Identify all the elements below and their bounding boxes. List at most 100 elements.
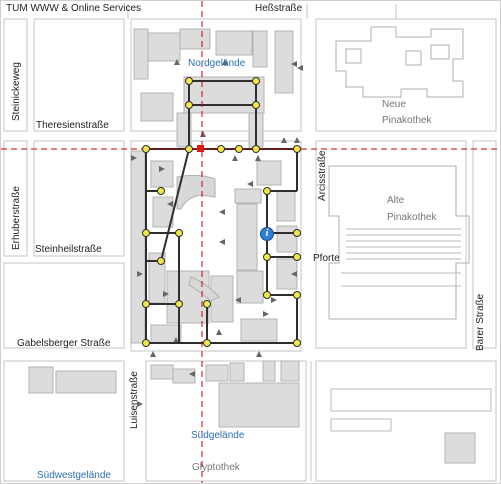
area-label-suedwestgelaende[interactable]: Südwestgelände: [37, 470, 111, 481]
building: [215, 30, 253, 56]
entrance-marker: [294, 137, 300, 143]
path-node: [293, 253, 301, 261]
street-label-hess: Heßstraße: [255, 3, 303, 14]
entrance-marker: [219, 239, 225, 245]
entrance-marker: [167, 201, 173, 207]
buildings: [28, 28, 476, 464]
area-label-suedgelaende[interactable]: Südgelände: [191, 430, 245, 441]
path-node: [175, 300, 183, 308]
path-node: [142, 339, 150, 347]
entrance-marker: [297, 65, 303, 71]
building: [28, 366, 54, 394]
building: [280, 360, 300, 382]
block: [315, 140, 467, 349]
building: [150, 364, 174, 380]
area-label-nordgelaende[interactable]: Nordgelände: [188, 58, 246, 69]
entrance-marker: [291, 61, 297, 67]
info-icon[interactable]: i: [260, 227, 274, 241]
glyptothek-label: Glyptothek: [192, 462, 240, 473]
building: [234, 188, 262, 204]
path-node: [157, 257, 165, 265]
entrance-marker: [159, 166, 165, 172]
entrance-marker: [291, 271, 297, 277]
path-node: [263, 253, 271, 261]
block: [315, 360, 497, 482]
building: [179, 28, 211, 50]
block: [472, 140, 497, 349]
entrance-marker: [247, 181, 253, 187]
header-title[interactable]: TUM WWW & Online Services: [6, 3, 142, 14]
path-segment: [160, 148, 190, 262]
path-node: [142, 145, 150, 153]
entrance-marker: [256, 351, 262, 357]
path-node: [185, 145, 193, 153]
path-node: [293, 145, 301, 153]
building: [218, 382, 300, 428]
building: [55, 370, 117, 394]
building: [166, 270, 210, 324]
street-label-gabelsberger: Gabelsberger Straße: [17, 338, 111, 349]
building: [133, 28, 149, 80]
block: [3, 18, 28, 132]
path-node: [203, 339, 211, 347]
path-node: [217, 145, 225, 153]
building: [229, 362, 245, 382]
city-blocks: [3, 18, 497, 482]
street-label-steinickeweg: Steinickeweg: [11, 62, 22, 121]
outline-building: [330, 388, 492, 412]
street-label-steinheil: Steinheilstraße: [35, 244, 102, 255]
entrance-marker: [163, 291, 169, 297]
entrance-marker: [219, 209, 225, 215]
entrance-marker: [222, 59, 228, 65]
entrance-marker: [255, 155, 261, 161]
block: [33, 140, 125, 257]
building: [252, 30, 268, 68]
path-node: [293, 229, 301, 237]
building: [176, 112, 192, 148]
neue-pinakothek-outline: [335, 26, 464, 98]
building: [150, 160, 174, 188]
neue-pinakothek-courts: [345, 44, 450, 66]
path-node: [263, 187, 271, 195]
building: [236, 270, 264, 304]
street-label-barer: Barer Straße: [475, 293, 486, 351]
street-label-theresien: Theresienstraße: [36, 120, 109, 131]
path-node: [252, 145, 260, 153]
path-node: [157, 187, 165, 195]
building: [262, 360, 276, 382]
path-node: [252, 77, 260, 85]
entrance-marker: [263, 311, 269, 317]
block: [3, 360, 125, 482]
pforte-label[interactable]: Pforte: [313, 253, 340, 264]
building: [276, 225, 298, 253]
alte-pinakothek-label-line2: Pinakothek: [387, 212, 437, 223]
path-node: [175, 229, 183, 237]
building: [236, 203, 258, 271]
alte-pinakothek-outline: [328, 165, 470, 320]
entrance-marker: [137, 401, 143, 407]
street-label-arcis: Arcisstraße: [317, 150, 328, 201]
path-node: [293, 339, 301, 347]
curved-building: [176, 174, 216, 210]
entrance-marker: [137, 271, 143, 277]
block: [3, 262, 125, 349]
curved-building: [188, 276, 220, 302]
entrance-marker: [189, 371, 195, 377]
block: [130, 18, 302, 132]
current-location-marker: [197, 145, 204, 152]
building: [172, 368, 196, 384]
entrance-marker: [271, 297, 277, 303]
entrance-marker: [173, 337, 179, 343]
entrance-markers: [131, 59, 303, 407]
entrance-marker: [200, 131, 206, 137]
entrance-marker: [232, 155, 238, 161]
building: [274, 30, 294, 94]
building: [276, 190, 296, 222]
path-node: [263, 291, 271, 299]
building: [205, 364, 229, 382]
alte-pinakothek-label-line1: Alte: [387, 195, 405, 206]
outline-building: [330, 418, 392, 432]
